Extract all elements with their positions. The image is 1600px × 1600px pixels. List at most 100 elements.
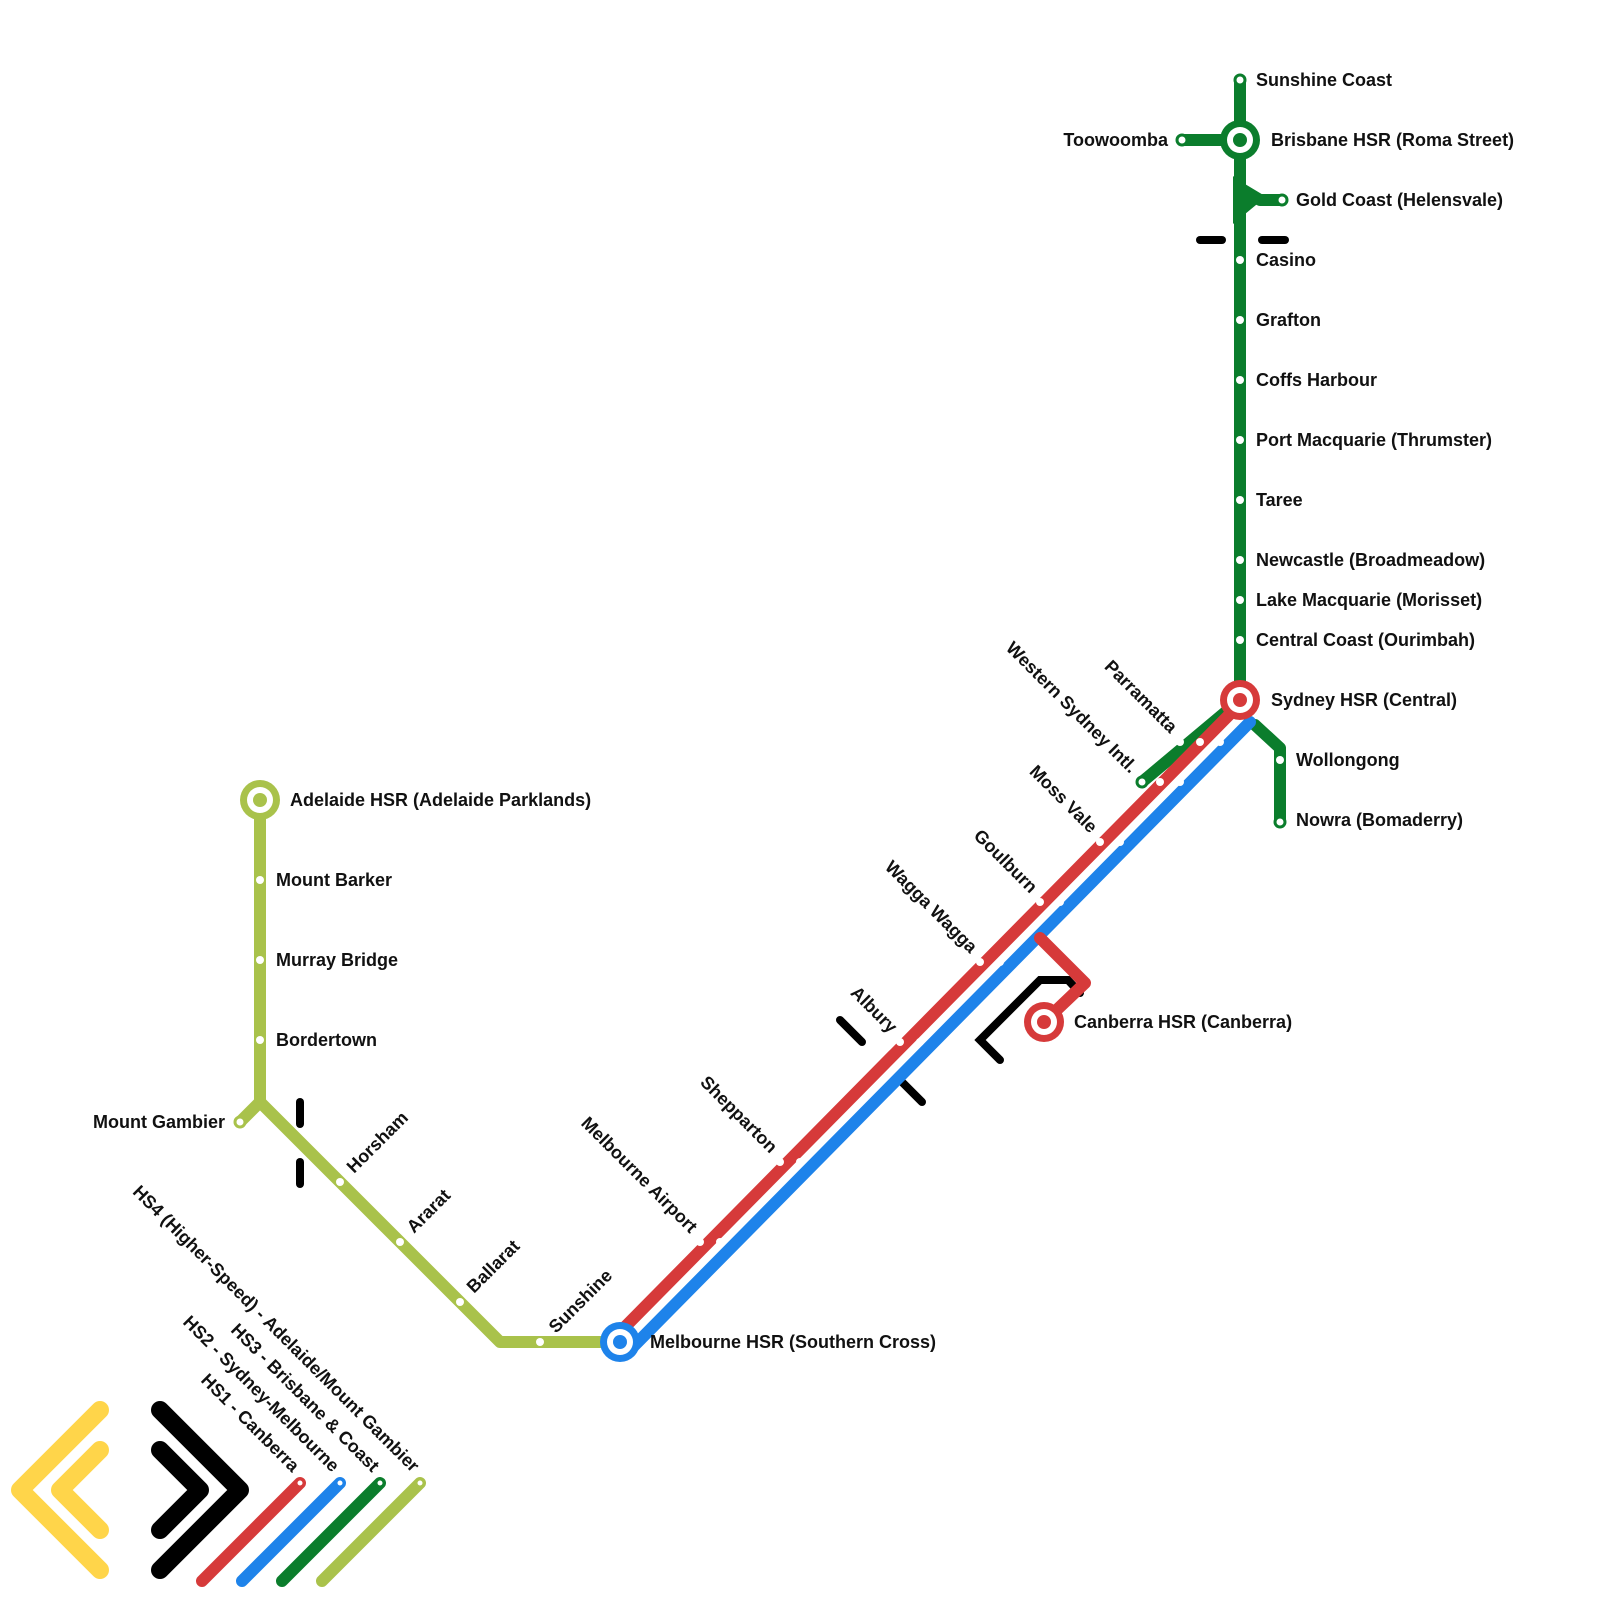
parramatta-branch-end-stop[interactable] — [1135, 775, 1149, 789]
label-sunshine-coast: Sunshine Coast — [1256, 70, 1392, 90]
taree-stop[interactable] — [1236, 496, 1244, 504]
hs4-line — [254, 794, 626, 1348]
label-melbourne: Melbourne HSR (Southern Cross) — [650, 1332, 936, 1352]
melbourne-interchange[interactable] — [600, 1322, 640, 1362]
label-grafton: Grafton — [1256, 310, 1321, 330]
label-bordertown: Bordertown — [276, 1030, 377, 1050]
murray-bridge-stop[interactable] — [256, 956, 264, 964]
port-macquarie-stop[interactable] — [1236, 436, 1244, 444]
act-border-marker — [974, 976, 1084, 1064]
interchange-stations — [240, 120, 1260, 1362]
western-sydney-stop-blue[interactable] — [1176, 778, 1184, 786]
nsw-vic-border-marker-upper — [836, 1016, 866, 1046]
label-brisbane: Brisbane HSR (Roma Street) — [1271, 130, 1514, 150]
grafton-stop[interactable] — [1236, 316, 1244, 324]
shepparton-stop-blue[interactable] — [796, 1158, 804, 1166]
wollongong-stop[interactable] — [1276, 756, 1284, 764]
parramatta-stop-blue[interactable] — [1216, 738, 1224, 746]
hs2-line — [624, 716, 1256, 1356]
goulburn-stop-red[interactable] — [1036, 898, 1044, 906]
label-western-sydney: Western Sydney Intl. — [1002, 638, 1141, 777]
label-albury: Albury — [847, 982, 901, 1036]
hs1-line — [614, 706, 1238, 1338]
label-central-coast: Central Coast (Ourimbah) — [1256, 630, 1475, 650]
sunshine-stop[interactable] — [536, 1338, 544, 1346]
legend-hs3-swatch — [276, 1477, 386, 1587]
label-shepparton: Shepparton — [696, 1072, 781, 1157]
hs3-south-coast-branch — [1249, 719, 1286, 828]
label-wagga-wagga: Wagga Wagga — [881, 857, 982, 958]
label-mount-gambier: Mount Gambier — [93, 1112, 225, 1132]
label-horsham: Horsham — [343, 1108, 412, 1177]
sydney-interchange[interactable] — [1220, 680, 1260, 720]
gold-coast-junction-wedge — [1233, 176, 1262, 224]
station-dots — [233, 73, 1289, 1346]
parramatta-stop-green[interactable] — [1176, 738, 1184, 746]
label-port-macquarie: Port Macquarie (Thrumster) — [1256, 430, 1492, 450]
wagga-wagga-stop-red[interactable] — [976, 958, 984, 966]
legend-hs1-swatch — [196, 1477, 306, 1587]
western-sydney-stop-red[interactable] — [1156, 778, 1164, 786]
shepparton-stop-red[interactable] — [776, 1158, 784, 1166]
legend-hs4-swatch — [316, 1477, 426, 1587]
logo-black-inner-chevron — [151, 1441, 209, 1539]
label-canberra: Canberra HSR (Canberra) — [1074, 1012, 1292, 1032]
label-adelaide: Adelaide HSR (Adelaide Parklands) — [290, 790, 591, 810]
logo — [11, 1401, 249, 1579]
label-murray-bridge: Murray Bridge — [276, 950, 398, 970]
sunshine-coast-stop[interactable] — [1233, 73, 1247, 87]
gold-coast-stop[interactable] — [1275, 193, 1289, 207]
label-sunshine: Sunshine — [545, 1265, 616, 1336]
lake-macquarie-stop[interactable] — [1236, 596, 1244, 604]
newcastle-stop[interactable] — [1236, 556, 1244, 564]
label-nowra: Nowra (Bomaderry) — [1296, 810, 1463, 830]
melbourne-airport-stop-blue[interactable] — [716, 1238, 724, 1246]
casino-stop[interactable] — [1236, 256, 1244, 264]
label-ararat: Ararat — [403, 1185, 455, 1237]
label-moss-vale: Moss Vale — [1026, 761, 1102, 837]
albury-stop-blue[interactable] — [916, 1038, 924, 1046]
label-coffs-harbour: Coffs Harbour — [1256, 370, 1377, 390]
albury-stop-red[interactable] — [896, 1038, 904, 1046]
label-toowoomba: Toowoomba — [1063, 130, 1169, 150]
central-coast-stop[interactable] — [1236, 636, 1244, 644]
coffs-harbour-stop[interactable] — [1236, 376, 1244, 384]
state-borders — [296, 236, 1289, 1188]
nsw-vic-border-marker-lower — [896, 1076, 926, 1106]
mount-gambier-stop[interactable] — [233, 1115, 247, 1129]
label-newcastle: Newcastle (Broadmeadow) — [1256, 550, 1485, 570]
parramatta-stop-red[interactable] — [1196, 738, 1204, 746]
moss-vale-stop-blue[interactable] — [1116, 838, 1124, 846]
station-labels: Sunshine Coast Toowoomba Brisbane HSR (R… — [93, 70, 1514, 1352]
nowra-stop[interactable] — [1273, 815, 1287, 829]
label-lake-macquarie: Lake Macquarie (Morisset) — [1256, 590, 1482, 610]
label-mount-barker: Mount Barker — [276, 870, 392, 890]
brisbane-interchange[interactable] — [1220, 120, 1260, 160]
melbourne-airport-stop-red[interactable] — [696, 1238, 704, 1246]
logo-yellow-outer-chevron — [11, 1401, 109, 1579]
label-sydney: Sydney HSR (Central) — [1271, 690, 1457, 710]
label-parramatta: Parramatta — [1101, 656, 1182, 737]
diagonal-labels: Parramatta Western Sydney Intl. Moss Val… — [577, 638, 1182, 1237]
bordertown-stop[interactable] — [256, 1036, 264, 1044]
logo-black-outer-chevron — [151, 1401, 249, 1579]
adelaide-interchange[interactable] — [240, 780, 280, 820]
wagga-wagga-stop-blue[interactable] — [996, 958, 1004, 966]
label-wollongong: Wollongong — [1296, 750, 1400, 770]
mount-barker-stop[interactable] — [256, 876, 264, 884]
moss-vale-stop-red[interactable] — [1096, 838, 1104, 846]
horsham-stop[interactable] — [336, 1178, 344, 1186]
goulburn-stop-blue[interactable] — [1056, 898, 1064, 906]
canberra-interchange[interactable] — [1024, 1002, 1064, 1042]
logo-yellow-inner-chevron — [51, 1441, 109, 1539]
label-casino: Casino — [1256, 250, 1316, 270]
label-goulburn: Goulburn — [970, 825, 1041, 896]
ballarat-stop[interactable] — [456, 1298, 464, 1306]
toowoomba-stop[interactable] — [1175, 133, 1189, 147]
label-taree: Taree — [1256, 490, 1303, 510]
label-ballarat: Ballarat — [463, 1236, 524, 1297]
label-melbourne-airport: Melbourne Airport — [577, 1113, 701, 1237]
legend-hs2-swatch — [236, 1477, 346, 1587]
ararat-stop[interactable] — [396, 1238, 404, 1246]
